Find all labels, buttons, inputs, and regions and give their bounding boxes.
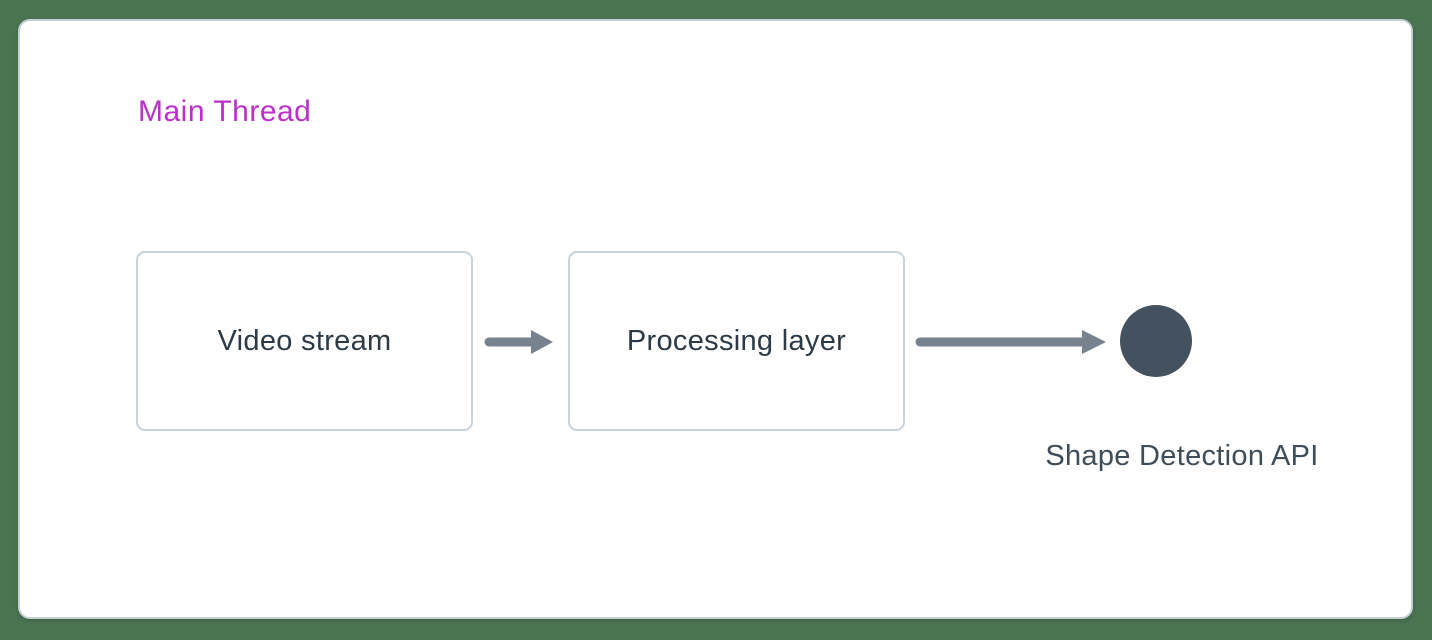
node-processing-layer-label: Processing layer [626,324,847,357]
shape-detection-api-label: Shape Detection API [1045,440,1319,472]
arrow-right-icon [484,330,553,354]
arrow-right-icon [915,330,1106,354]
main-thread-label: Main Thread [138,95,312,128]
node-video-stream-label: Video stream [217,324,392,357]
node-processing-layer: Processing layer [568,251,905,431]
node-shape-detection-circle [1120,305,1192,377]
main-thread-container: Main Thread Video stream Processing laye… [18,19,1413,619]
node-video-stream: Video stream [136,251,473,431]
